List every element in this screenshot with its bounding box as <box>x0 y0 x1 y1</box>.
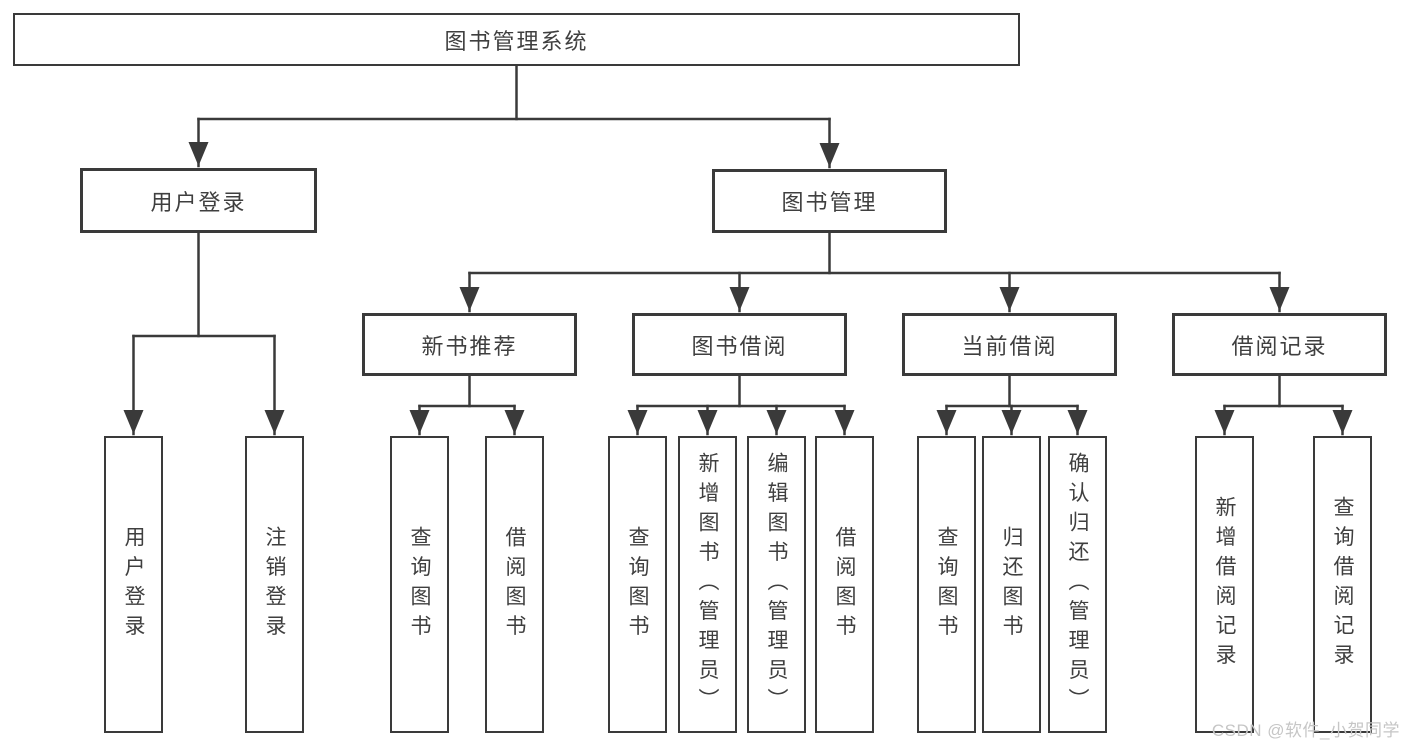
node-label: 查询图书 <box>408 525 431 644</box>
node-leaf-edit-book-admin: 编辑图书（管理员） <box>747 436 806 733</box>
node-label: 借阅图书 <box>503 525 526 644</box>
node-leaf-query-books-borrow: 查询图书 <box>608 436 667 733</box>
node-leaf-user-login: 用户登录 <box>104 436 163 733</box>
node-book-borrow: 图书借阅 <box>632 313 847 376</box>
node-label: 图书借阅 <box>691 333 788 359</box>
node-current-borrow: 当前借阅 <box>902 313 1117 376</box>
node-label: 查询图书 <box>626 525 649 644</box>
node-user-login: 用户登录 <box>80 168 317 233</box>
node-leaf-borrow-books-recommend: 借阅图书 <box>485 436 544 733</box>
node-label: 注销登录 <box>263 525 286 644</box>
node-label: 归还图书 <box>1000 525 1023 644</box>
node-label: 借阅记录 <box>1231 333 1328 359</box>
node-label: 新书推荐 <box>421 333 518 359</box>
node-label: 新增图书（管理员） <box>696 451 719 718</box>
node-borrow-records: 借阅记录 <box>1172 313 1387 376</box>
node-label: 用户登录 <box>122 525 145 644</box>
node-new-book-recommend: 新书推荐 <box>362 313 577 376</box>
node-label: 查询借阅记录 <box>1331 496 1354 673</box>
node-book-management: 图书管理 <box>712 169 947 233</box>
node-label: 查询图书 <box>935 525 958 644</box>
node-leaf-query-books-current: 查询图书 <box>917 436 976 733</box>
node-root-system: 图书管理系统 <box>13 13 1020 66</box>
node-leaf-return-book: 归还图书 <box>982 436 1041 733</box>
node-label: 图书管理 <box>781 190 878 215</box>
node-leaf-confirm-return-admin: 确认归还（管理员） <box>1048 436 1107 733</box>
node-leaf-query-books-recommend: 查询图书 <box>390 436 449 733</box>
node-label: 当前借阅 <box>961 333 1058 359</box>
node-label: 确认归还（管理员） <box>1066 451 1089 718</box>
node-leaf-query-borrow-record: 查询借阅记录 <box>1313 436 1372 733</box>
node-leaf-add-borrow-record: 新增借阅记录 <box>1195 436 1254 733</box>
node-label: 新增借阅记录 <box>1213 496 1236 673</box>
node-label: 编辑图书（管理员） <box>765 451 788 718</box>
node-leaf-logout: 注销登录 <box>245 436 304 733</box>
node-label: 图书管理系统 <box>444 28 589 54</box>
node-leaf-borrow-books: 借阅图书 <box>815 436 874 733</box>
node-leaf-add-book-admin: 新增图书（管理员） <box>678 436 737 733</box>
node-label: 用户登录 <box>150 189 247 215</box>
node-label: 借阅图书 <box>833 525 856 644</box>
